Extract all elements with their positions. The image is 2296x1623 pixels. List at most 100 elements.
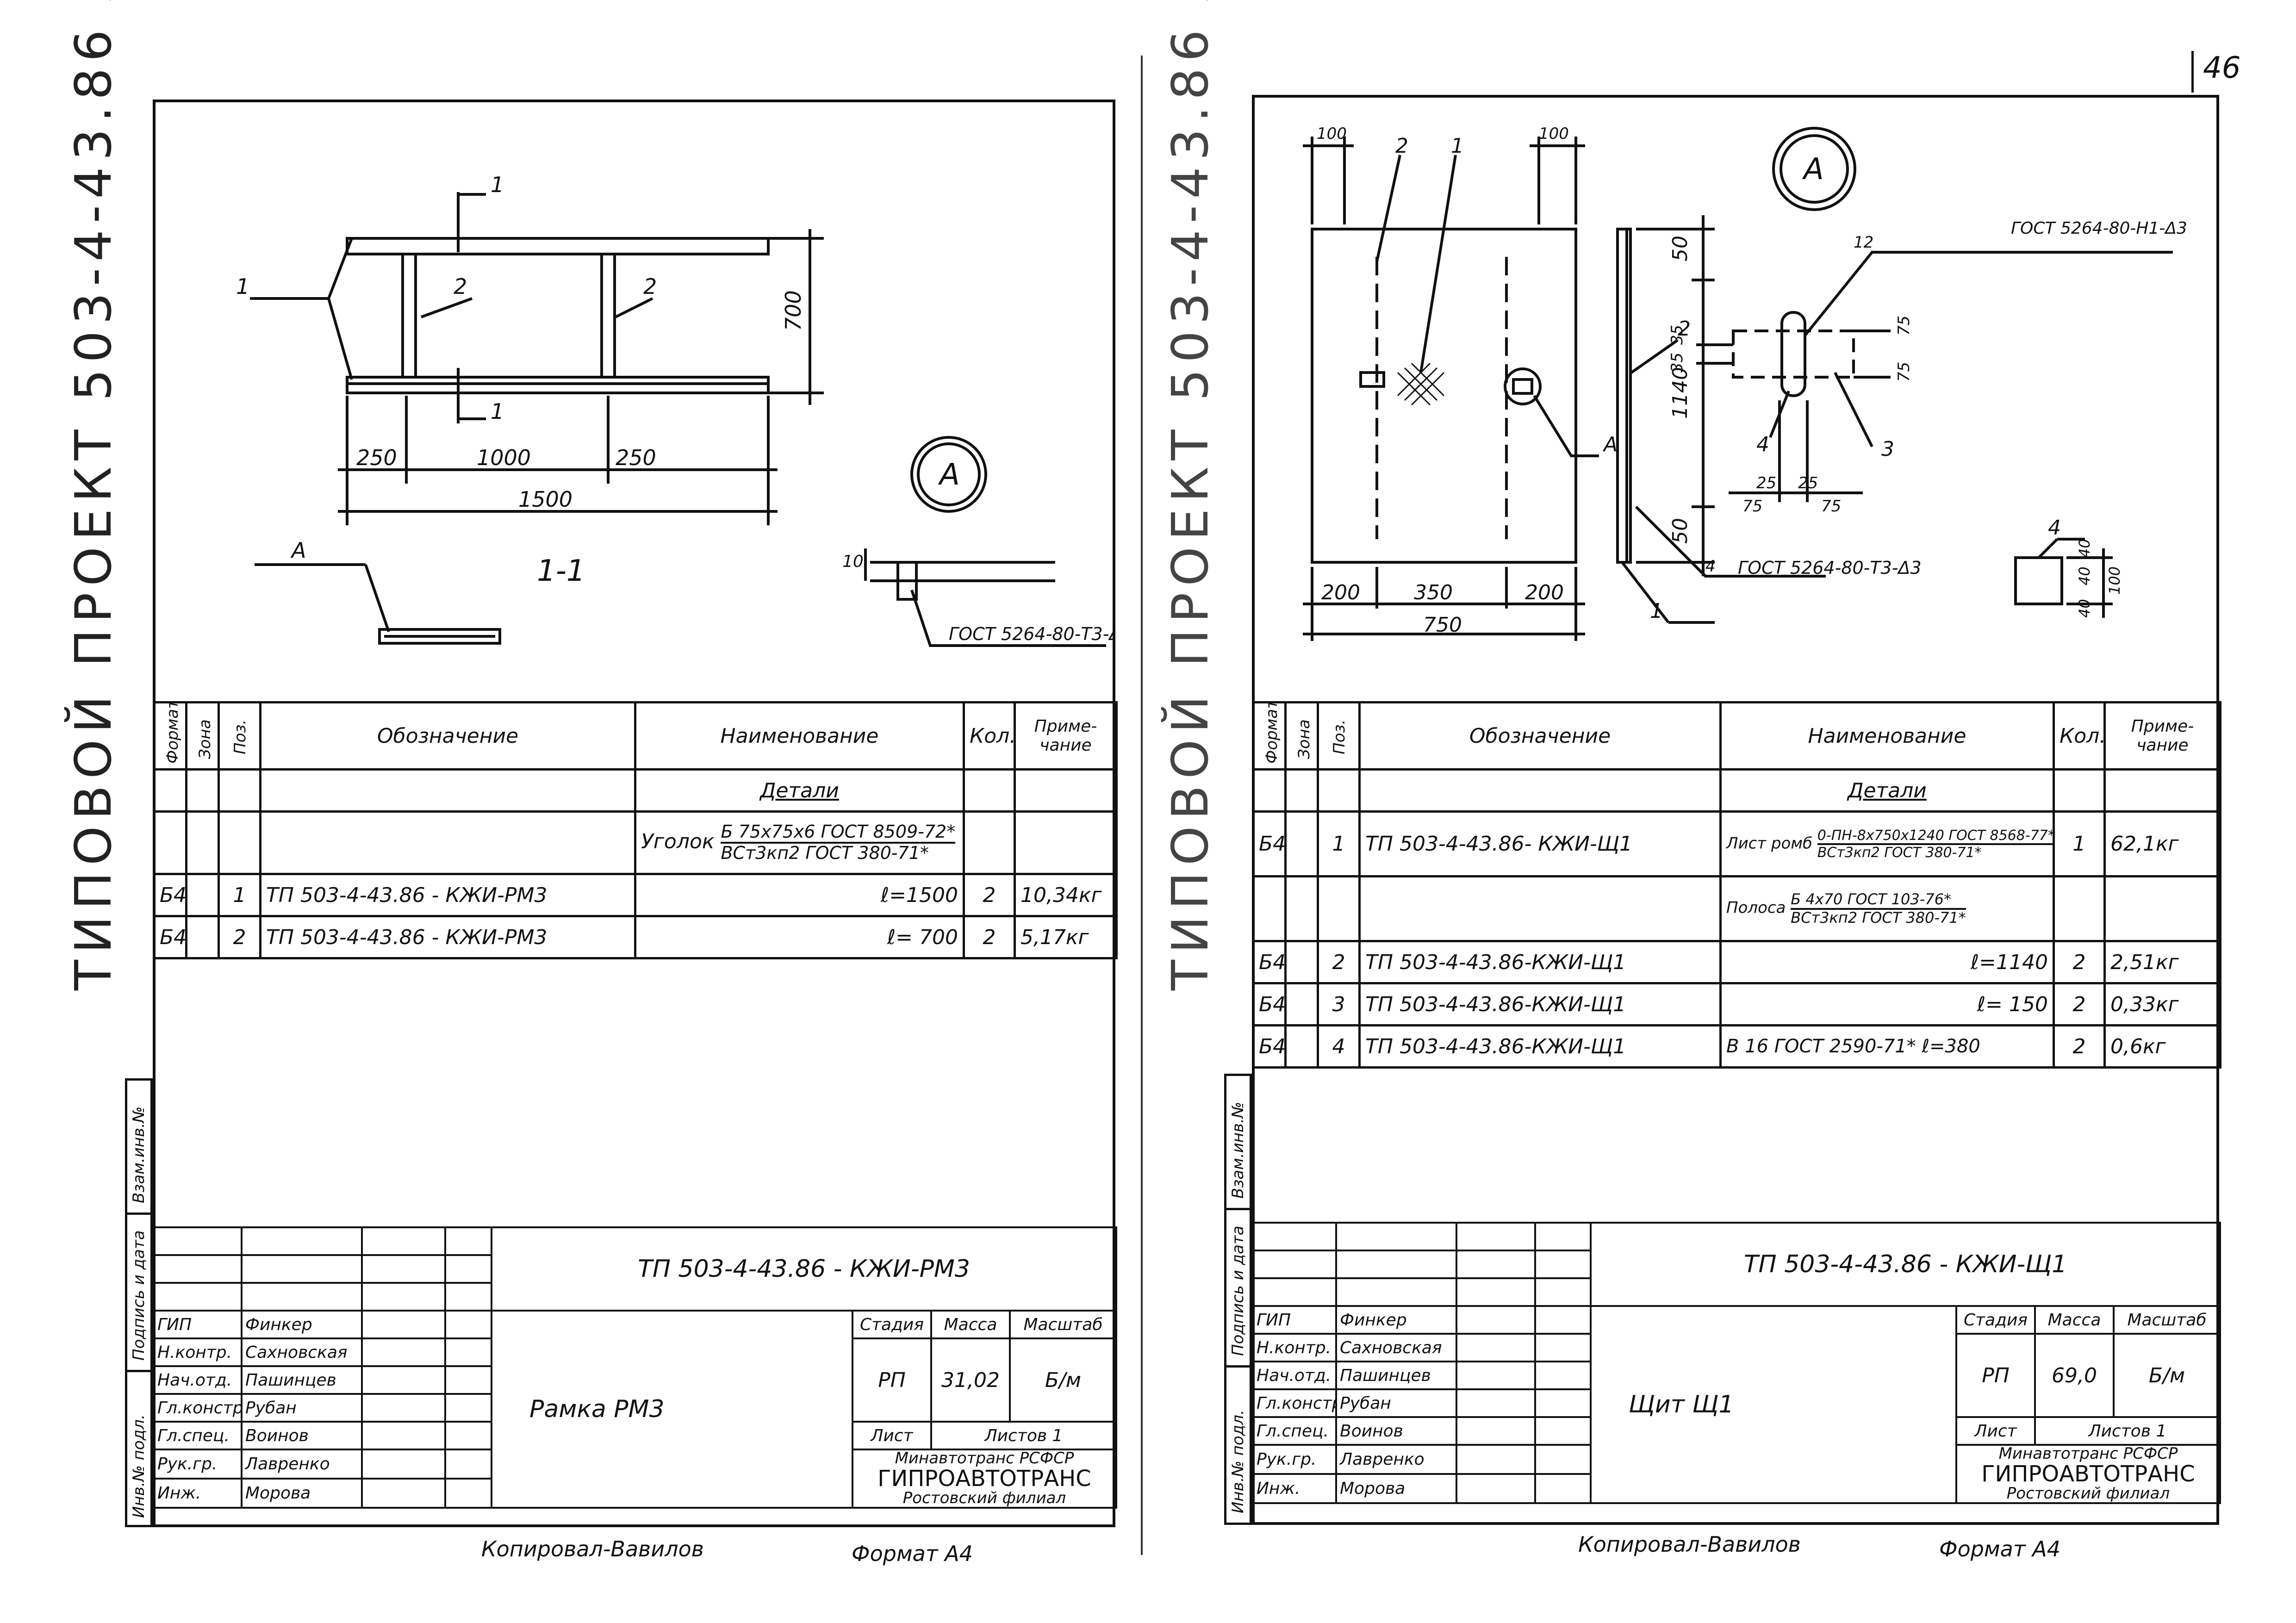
drawing-name-right: Щит Щ1: [1590, 1305, 1957, 1504]
dim-700: 700: [781, 290, 806, 331]
view-a-right: A: [1802, 152, 1824, 187]
section-mark-bottom: 1: [491, 399, 504, 424]
right-spec-table: Формат Зона Поз. Обозначение Наименовани…: [1252, 701, 2221, 1069]
pos-1-label: 1: [1451, 134, 1464, 158]
left-copied: Копировал-Вавилов: [481, 1536, 704, 1561]
svg-text:25: 25: [1798, 474, 1818, 492]
callout-a-right: A: [1602, 433, 1618, 456]
detail-12: 12: [1854, 233, 1873, 252]
hdr-designation: Обозначение: [259, 701, 636, 771]
dim-50a: 50: [1668, 236, 1692, 261]
svg-text:35: 35: [1668, 353, 1686, 373]
side-label-sign: Подпись и дата: [130, 1230, 148, 1361]
dim-350: 350: [1414, 581, 1453, 604]
left-drawing: 1 2 2 1 1 700 250 1000 250 1500 A A 1-1 …: [236, 172, 1115, 647]
right-side-strip: [1224, 1074, 1252, 1525]
dim-250b: 250: [616, 445, 656, 470]
hdr-name: Наименование: [634, 701, 965, 771]
hdr-note-right: Приме-чание: [2103, 701, 2221, 771]
right-drawing: 100 100 2 1 50 1140 50 2 1 4 ГОСТ 5264-8…: [1303, 124, 2187, 641]
svg-text:25: 25: [1756, 474, 1776, 492]
hdr-name-right: Наименование: [1719, 701, 2055, 771]
left-spec-table: Формат Зона Поз. Обозначение Наименовани…: [153, 701, 1118, 959]
pos-3-label: 3: [1881, 437, 1894, 461]
dim-250a: 250: [356, 445, 397, 470]
weld-4: 4: [1705, 557, 1716, 576]
svg-text:100: 100: [2106, 566, 2123, 595]
svg-text:35: 35: [1668, 325, 1686, 345]
weld-note: ГОСТ 5264-80-Т3-Δ6: [949, 624, 1115, 644]
right-album-title: ТИПОВОЙ ПРОЕКТ 503-4-43.86 АЛЬБОМ IV: [1162, 0, 1220, 990]
dim-1000: 1000: [477, 445, 531, 470]
pos-1-label: 1: [236, 274, 249, 299]
svg-text:75: 75: [1821, 497, 1841, 516]
svg-text:75: 75: [1742, 497, 1762, 516]
section-details-right: Детали: [1848, 778, 1927, 802]
section-mark-top: 1: [491, 172, 504, 197]
pos-4b-label: 4: [2048, 516, 2061, 540]
dim-100a: 100: [1317, 124, 1347, 143]
side-label-inv: Инв.№ подл.: [130, 1414, 148, 1518]
section-title: 1-1: [537, 554, 585, 588]
weld-10: 10: [842, 552, 864, 571]
hdr-qty: Кол.: [963, 701, 1016, 771]
frame-top-angle: [346, 237, 770, 255]
left-side-strip: [125, 1078, 153, 1527]
spec-header-row: Формат Зона Поз. Обозначение Наименовани…: [1252, 701, 2221, 771]
callout-a: A: [290, 538, 306, 563]
side-label-sign-right: Подпись и дата: [1229, 1225, 1247, 1356]
dim-1140: 1140: [1668, 367, 1692, 419]
left-album-title: ТИПОВОЙ ПРОЕКТ 503-4-43.86 АЛЬБОМ IV: [65, 0, 123, 990]
code-right: ТП 503-4-43.86 - КЖИ-Щ1: [1590, 1222, 2221, 1307]
hdr-qty-right: Кол.: [2053, 701, 2106, 771]
right-copied: Копировал-Вавилов: [1578, 1532, 1801, 1557]
side-label-inv-right: Инв.№ подл.: [1229, 1410, 1247, 1513]
spec-header-row: Формат Зона Поз. Обозначение Наименовани…: [153, 701, 1118, 771]
detail-note: ГОСТ 5264-80-Н1-Δ3: [2011, 219, 2187, 238]
pos-2-side: 2: [1678, 317, 1691, 341]
weld-note-1: ГОСТ 5264-80-Т3-Δ3: [1738, 558, 1922, 578]
hdr-note: Приме-чание: [1014, 701, 1118, 771]
pos-4-label: 4: [1756, 433, 1769, 456]
dim-200a: 200: [1321, 581, 1360, 604]
svg-text:75: 75: [1895, 362, 1913, 382]
svg-text:40: 40: [2076, 566, 2093, 585]
pos-1-side: 1: [1650, 599, 1663, 623]
page-number: 46: [2203, 51, 2241, 85]
dim-1500: 1500: [518, 487, 572, 512]
svg-text:75: 75: [1895, 316, 1913, 336]
frame-post-right: [600, 253, 616, 379]
dim-750: 750: [1423, 613, 1462, 637]
dim-100b: 100: [1539, 124, 1569, 143]
view-a-label: A: [938, 458, 960, 492]
side-label-zam: Взам.инв.№: [130, 1106, 148, 1203]
left-format: Формат А4: [852, 1541, 973, 1566]
right-format: Формат А4: [1939, 1536, 2060, 1561]
svg-text:40: 40: [2076, 599, 2093, 618]
table-row: Полоса Б 4х70 ГОСТ 103-76*ВСт3кп2 ГОСТ 3…: [1252, 875, 2221, 942]
svg-text:40: 40: [2076, 539, 2093, 558]
pos-2b-label: 2: [643, 274, 657, 299]
fold-line: [1141, 56, 1143, 1555]
mesh-pattern: [1397, 362, 1445, 406]
hdr-designation-right: Обозначение: [1358, 701, 1722, 771]
pos-2a-label: 2: [454, 274, 467, 299]
shield-side-view: [1616, 228, 1632, 564]
side-label-zam-right: Взам.инв.№: [1229, 1101, 1247, 1199]
dim-50b: 50: [1668, 518, 1692, 544]
section-details: Детали: [760, 778, 839, 802]
drawing-name: Рамка РМ3: [491, 1310, 853, 1509]
profile-cell: Уголок Б 75х75х6 ГОСТ 8509-72*ВСт3кп2 ГО…: [634, 810, 965, 875]
page-number-bar: [2191, 51, 2194, 93]
dim-200b: 200: [1525, 581, 1564, 604]
frame-post-left: [401, 253, 417, 379]
code: ТП 503-4-43.86 - КЖИ-РМ3: [490, 1226, 1118, 1312]
